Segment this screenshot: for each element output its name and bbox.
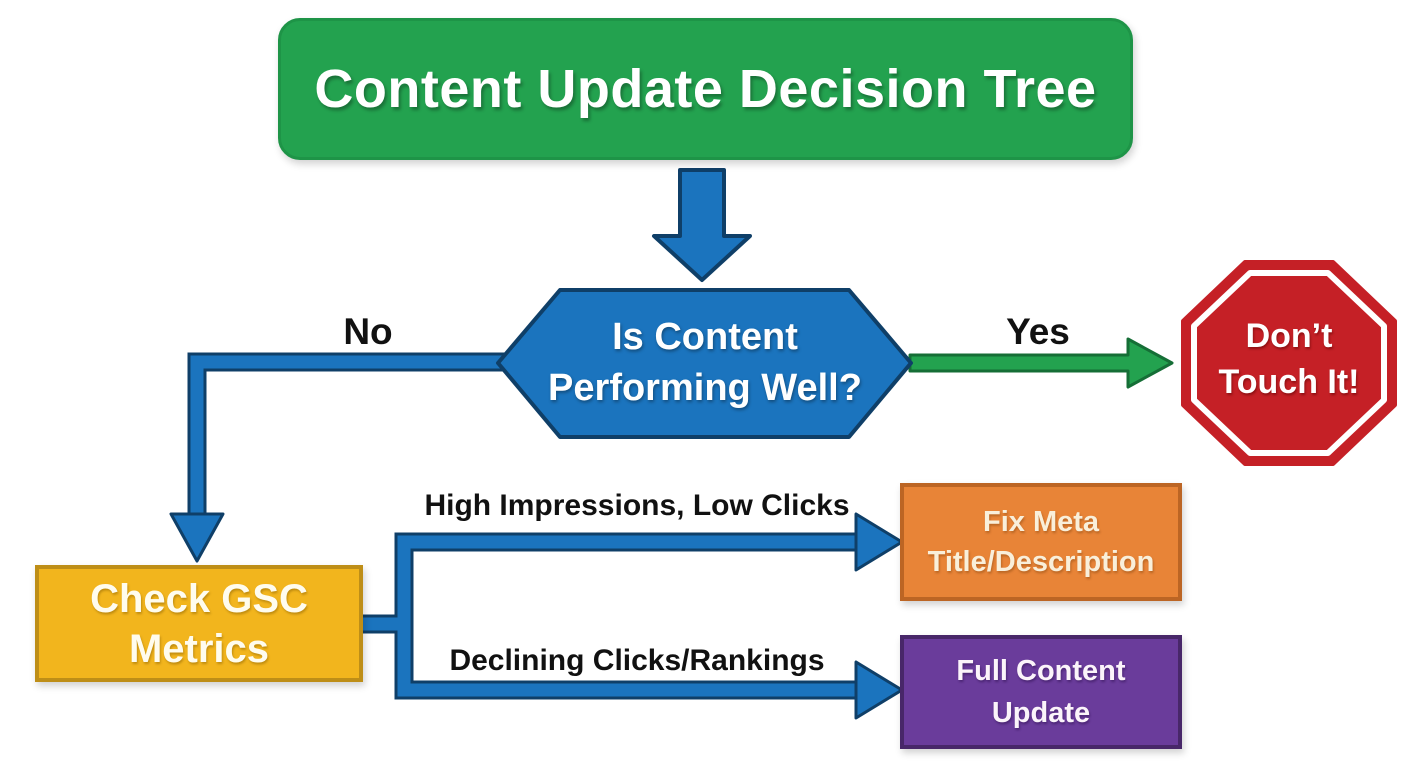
down-arrow-icon (652, 168, 752, 282)
check-gsc-label: Check GSC Metrics (90, 576, 308, 671)
no-connector-line (190, 355, 508, 516)
branch-arrowhead-bottom-icon (854, 660, 904, 720)
stop-octagon-ring (1191, 270, 1387, 456)
page-title: Content Update Decision Tree (314, 59, 1097, 119)
branch-label-declining: Declining Clicks/Rankings (449, 644, 825, 677)
node-check-gsc: Check GSC Metrics (35, 565, 363, 682)
node-fix-meta: Fix Meta Title/Description (900, 483, 1182, 601)
node-full-update: Full Content Update (900, 635, 1182, 749)
no-edge-label: No (343, 311, 393, 352)
branch-connector-line (360, 535, 858, 697)
decision-hexagon (496, 288, 913, 439)
no-connector-arrowhead-icon (169, 512, 225, 563)
yes-edge-label: Yes (1006, 311, 1070, 352)
yes-arrow-icon (908, 337, 1174, 389)
fix-meta-label: Fix Meta Title/Description (927, 505, 1155, 578)
stop-node-label: Don’t Touch It! (1218, 317, 1360, 401)
branch-label-high-impressions: High Impressions, Low Clicks (424, 489, 850, 522)
decision-question-label: Is Content Performing Well? (548, 316, 862, 409)
full-update-label: Full Content Update (956, 654, 1126, 729)
title-banner: Content Update Decision Tree (278, 18, 1133, 160)
stop-octagon (1181, 260, 1397, 466)
branch-arrowhead-top-icon (854, 512, 904, 572)
